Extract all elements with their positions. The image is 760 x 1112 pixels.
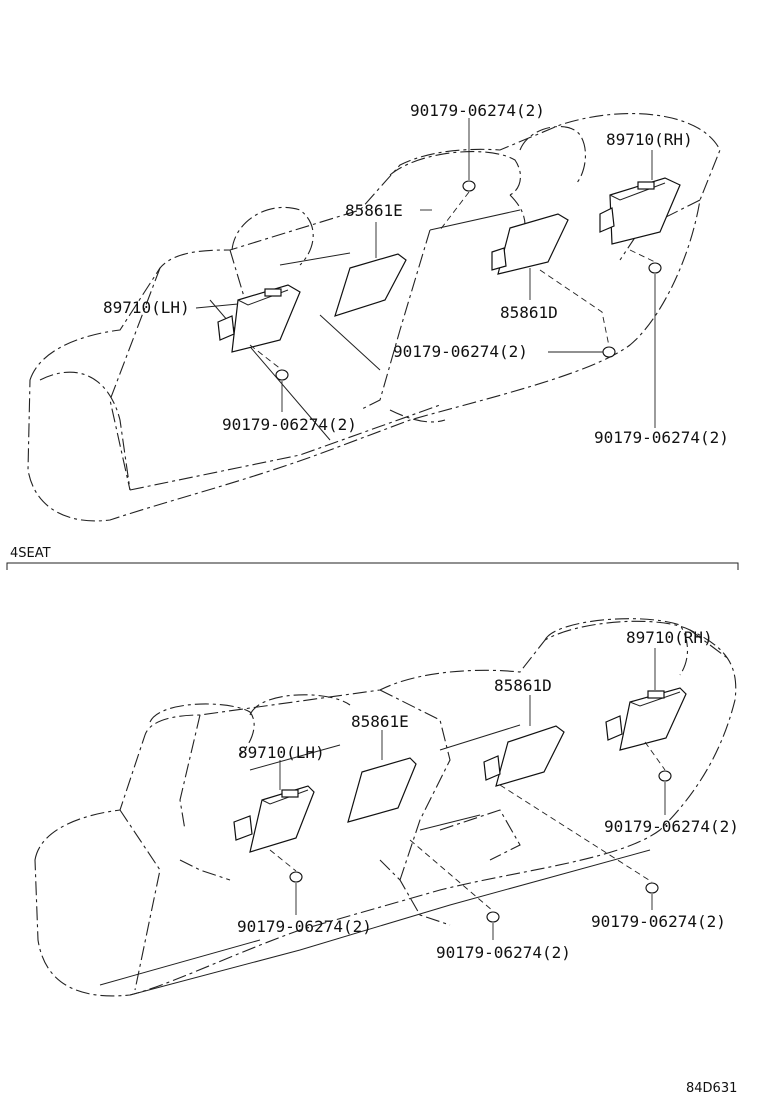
top-part-label-mat-d: 85861D <box>500 303 558 322</box>
section-label: 4SEAT <box>10 546 51 561</box>
bottom-nuts <box>289 770 672 923</box>
nut-icon <box>602 346 616 358</box>
bottom-seat-assembly: 89710(RH) 85861D 85861E 89710(LH) 90179-… <box>34 618 739 997</box>
bottom-occupant-sensor-rh <box>605 687 687 751</box>
top-seat-outline <box>27 113 721 522</box>
top-seat-assembly: 90179-06274(2) 89710(RH) 85861E 89710(LH… <box>27 101 729 522</box>
bottom-occupant-sensor-lh <box>233 785 315 853</box>
top-nuts <box>275 180 662 381</box>
top-occupant-sensor-lh <box>217 284 301 353</box>
bottom-part-label-nut-right2: 90179-06274(2) <box>591 912 726 931</box>
top-part-label-nut-mid: 90179-06274(2) <box>393 342 528 361</box>
bottom-seat-outline <box>34 618 737 997</box>
nut-icon <box>658 770 672 782</box>
bottom-part-label-nut-right: 90179-06274(2) <box>604 817 739 836</box>
top-occupant-sensor-rh <box>599 177 681 245</box>
nut-icon <box>648 262 662 274</box>
top-part-label-nut-right: 90179-06274(2) <box>594 428 729 447</box>
bottom-part-label-nut-mid: 90179-06274(2) <box>436 943 571 962</box>
top-heater-mat-d <box>491 213 569 275</box>
top-part-label-nut-top: 90179-06274(2) <box>410 101 545 120</box>
top-heater-mat-e <box>334 253 407 317</box>
top-part-label-nut-left: 90179-06274(2) <box>222 415 357 434</box>
section-divider: 4SEAT <box>6 546 739 570</box>
bottom-part-label-sensor-rh: 89710(RH) <box>626 628 713 647</box>
nut-icon <box>462 180 476 192</box>
top-leader-lines <box>195 118 656 428</box>
bottom-heater-mat-d <box>483 725 565 787</box>
nut-icon <box>645 882 659 894</box>
nut-icon <box>289 871 303 883</box>
bottom-part-label-mat-d: 85861D <box>494 676 552 695</box>
nut-icon <box>486 911 500 923</box>
top-part-label-sensor-lh: 89710(LH) <box>103 298 190 317</box>
nut-icon <box>275 369 289 381</box>
bottom-leader-lines <box>269 648 666 940</box>
top-part-label-sensor-rh: 89710(RH) <box>606 130 693 149</box>
bottom-part-label-sensor-lh: 89710(LH) <box>238 743 325 762</box>
bottom-part-label-nut-left: 90179-06274(2) <box>237 917 372 936</box>
bottom-heater-mat-e <box>347 757 417 823</box>
top-part-label-mat-e: 85861E <box>345 201 403 220</box>
figure-code: 84D631 <box>686 1081 737 1096</box>
bottom-part-label-mat-e: 85861E <box>351 712 409 731</box>
